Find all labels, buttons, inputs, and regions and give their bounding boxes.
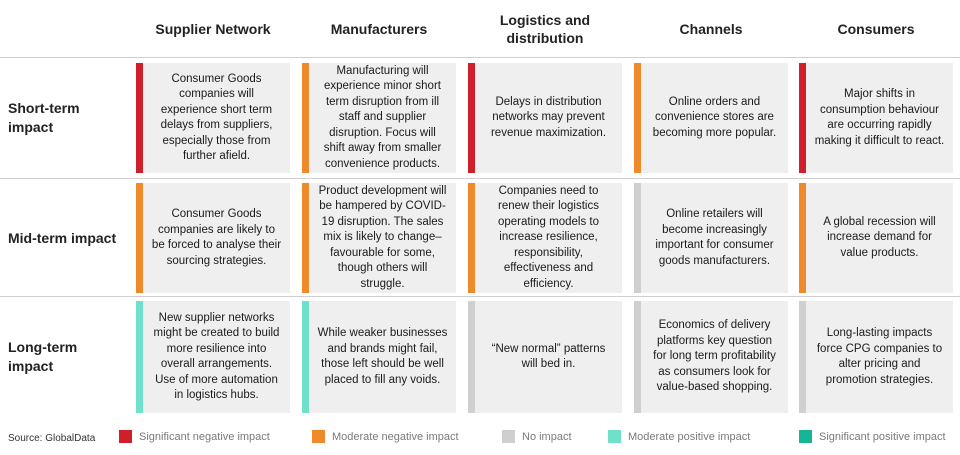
column-header-manufacturers: Manufacturers — [330, 21, 428, 37]
impact-cell-text: Online retailers will become increasingl… — [655, 208, 774, 267]
row-header-short-term: Short-term impact — [8, 100, 80, 135]
legend-label: No impact — [522, 430, 572, 443]
impact-color-bar — [468, 183, 475, 293]
impact-cell-text: Consumer Goods companies will experience… — [160, 72, 273, 163]
impact-cell-text: While weaker businesses and brands might… — [317, 327, 448, 386]
legend-label: Significant negative impact — [139, 430, 270, 443]
impact-cell-text: Major shifts in consumption behaviour ar… — [814, 88, 945, 147]
row-divider — [0, 296, 960, 297]
impact-color-bar — [136, 63, 143, 173]
impact-color-bar — [634, 301, 641, 413]
column-header-logistics: Logistics and distribution — [499, 12, 591, 46]
impact-color-bar — [468, 63, 475, 173]
impact-cell: While weaker businesses and brands might… — [302, 301, 456, 413]
impact-color-bar — [302, 183, 309, 293]
impact-cell: Companies need to renew their logistics … — [468, 183, 622, 293]
impact-color-bar — [136, 301, 143, 413]
legend-item-moderate-positive: Moderate positive impact — [608, 430, 750, 443]
legend-swatch — [119, 430, 132, 443]
impact-cell-text: Product development will be hampered by … — [318, 184, 447, 290]
impact-cell: Product development will be hampered by … — [302, 183, 456, 293]
column-header-consumers: Consumers — [837, 21, 915, 37]
impact-cell: New supplier networks might be created t… — [136, 301, 290, 413]
impact-color-bar — [799, 301, 806, 413]
impact-cell-text: “New normal” patterns will bed in. — [491, 342, 606, 371]
impact-color-bar — [799, 63, 806, 173]
source-note: Source: GlobalData — [8, 433, 96, 444]
legend-swatch — [502, 430, 515, 443]
row-header-long-term: Long-term impact — [8, 339, 78, 374]
impact-color-bar — [799, 183, 806, 293]
legend-swatch — [799, 430, 812, 443]
impact-cell-text: Consumer Goods companies are likely to b… — [151, 208, 282, 267]
legend-label: Moderate negative impact — [332, 430, 459, 443]
impact-cell-text: Long-lasting impacts force CPG companies… — [816, 327, 943, 386]
legend-item-significant-negative: Significant negative impact — [119, 430, 270, 443]
impact-cell: Consumer Goods companies are likely to b… — [136, 183, 290, 293]
impact-cell: Economics of delivery platforms key ques… — [634, 301, 788, 413]
impact-cell: A global recession will increase demand … — [799, 183, 953, 293]
row-header-mid-term: Mid-term impact — [8, 229, 117, 246]
impact-cell: Online retailers will become increasingl… — [634, 183, 788, 293]
legend: Source: GlobalData Significant negative … — [0, 428, 960, 450]
impact-cell-text: Delays in distribution networks may prev… — [490, 95, 607, 139]
impact-color-bar — [136, 183, 143, 293]
impact-cell: “New normal” patterns will bed in. — [468, 301, 622, 413]
legend-item-significant-positive: Significant positive impact — [799, 430, 946, 443]
impact-color-bar — [302, 63, 309, 173]
legend-label: Significant positive impact — [819, 430, 946, 443]
impact-color-bar — [468, 301, 475, 413]
legend-item-no-impact: No impact — [502, 430, 572, 443]
impact-cell: Long-lasting impacts force CPG companies… — [799, 301, 953, 413]
legend-swatch — [312, 430, 325, 443]
impact-cell: Online orders and convenience stores are… — [634, 63, 788, 173]
impact-cell-text: Companies need to renew their logistics … — [497, 184, 599, 290]
column-header-channels: Channels — [679, 21, 743, 37]
impact-cell: Manufacturing will experience minor shor… — [302, 63, 456, 173]
impact-cell: Consumer Goods companies will experience… — [136, 63, 290, 173]
row-divider — [0, 178, 960, 179]
impact-color-bar — [302, 301, 309, 413]
impact-cell-text: Manufacturing will experience minor shor… — [323, 64, 442, 170]
impact-color-bar — [634, 63, 641, 173]
impact-cell: Major shifts in consumption behaviour ar… — [799, 63, 953, 173]
legend-swatch — [608, 430, 621, 443]
legend-item-moderate-negative: Moderate negative impact — [312, 430, 459, 443]
legend-label: Moderate positive impact — [628, 430, 751, 443]
impact-cell-text: New supplier networks might be created t… — [153, 311, 280, 402]
impact-cell-text: Economics of delivery platforms key ques… — [653, 319, 776, 394]
row-divider — [0, 57, 960, 58]
impact-cell: Delays in distribution networks may prev… — [468, 63, 622, 173]
impact-cell-text: A global recession will increase demand … — [823, 215, 936, 259]
impact-cell-text: Online orders and convenience stores are… — [652, 95, 777, 139]
impact-color-bar — [634, 183, 641, 293]
column-header-supplier-network: Supplier Network — [155, 21, 271, 37]
